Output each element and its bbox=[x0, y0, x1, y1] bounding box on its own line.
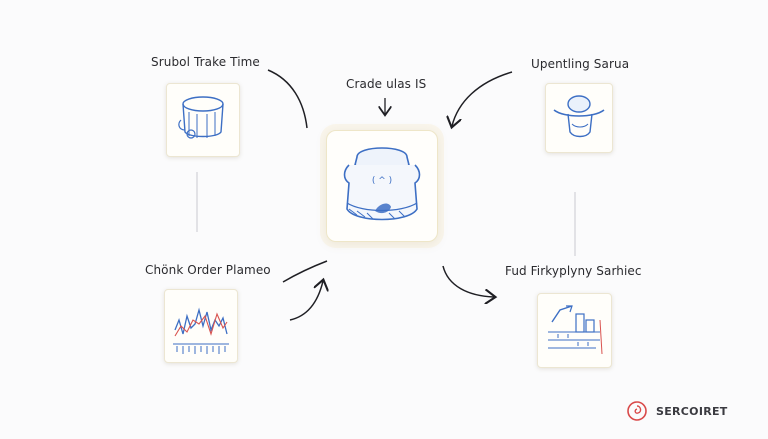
server-bucket-icon bbox=[178, 96, 224, 139]
node-bottom-left bbox=[164, 289, 238, 363]
connector-bottom-left-lower bbox=[289, 281, 323, 321]
label-top-left: Srubol Trake Time bbox=[151, 55, 260, 69]
connector-bottom-left-upper bbox=[282, 260, 328, 283]
connector-top-right bbox=[452, 71, 513, 126]
connector-top-left bbox=[267, 69, 308, 129]
node-center: ( ^ ) bbox=[326, 130, 438, 242]
label-bottom-right: Fud Firkyplyny Sarhiec bbox=[505, 264, 642, 278]
svg-text:( ^ ): ( ^ ) bbox=[372, 176, 392, 186]
label-top-right: Upentling Sarua bbox=[531, 57, 630, 71]
node-top-left bbox=[166, 83, 240, 157]
hat-bucket-icon bbox=[553, 95, 605, 138]
line-chart-icon bbox=[173, 307, 229, 354]
database-barrel-icon: ( ^ ) bbox=[343, 147, 421, 221]
logo-swirl-icon bbox=[627, 401, 647, 421]
label-bottom-left: Chönk Order Plameo bbox=[145, 263, 271, 277]
bar-chart-icon bbox=[548, 305, 603, 355]
logo-text: SERCOIRET bbox=[656, 404, 728, 418]
connector-bottom-right bbox=[442, 265, 494, 297]
label-top-center: Crade ulas IS bbox=[346, 77, 427, 91]
node-bottom-right bbox=[537, 293, 612, 368]
brand-logo: SERCOIRET bbox=[626, 400, 728, 422]
node-top-right bbox=[545, 83, 613, 153]
